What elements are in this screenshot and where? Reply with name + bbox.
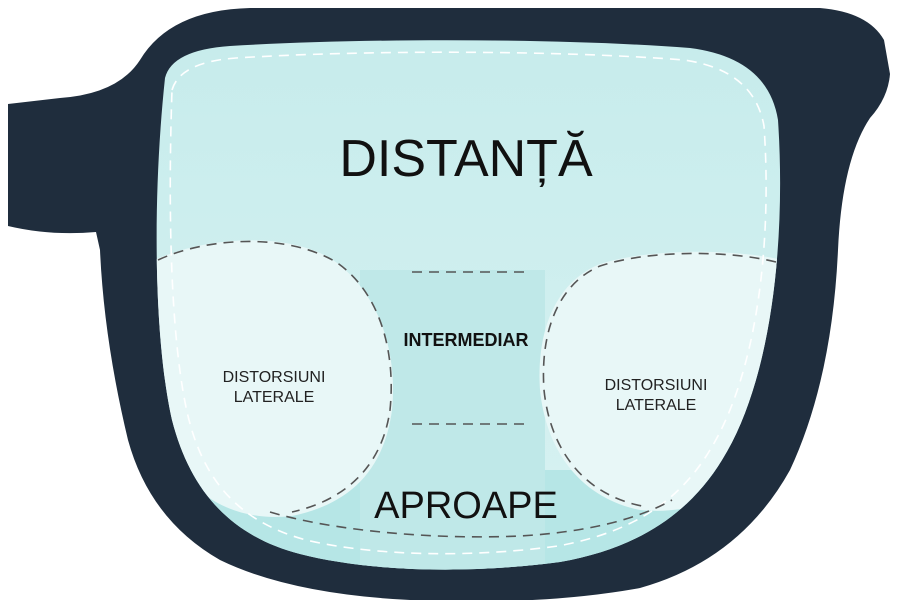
left-distortion-zone (156, 240, 393, 517)
intermediate-zone-label: INTERMEDIAR (404, 330, 529, 350)
near-zone-label: APROAPE (374, 485, 558, 527)
left-distortion-label-line2: LATERALE (234, 389, 315, 406)
right-distortion-label-line1: DISTORSIUNI (605, 377, 708, 394)
left-distortion-label-line1: DISTORSIUNI (223, 369, 326, 386)
distance-zone-label: DISTANȚĂ (339, 130, 593, 188)
right-distortion-label-line2: LATERALE (616, 397, 697, 414)
left-zone-boundary (157, 240, 393, 513)
near-zone-boundary (269, 499, 673, 538)
lens-inner-outline (169, 51, 767, 555)
right-distortion-zone (539, 251, 781, 511)
corridor-zone (360, 270, 545, 570)
right-zone-boundary (542, 252, 777, 507)
